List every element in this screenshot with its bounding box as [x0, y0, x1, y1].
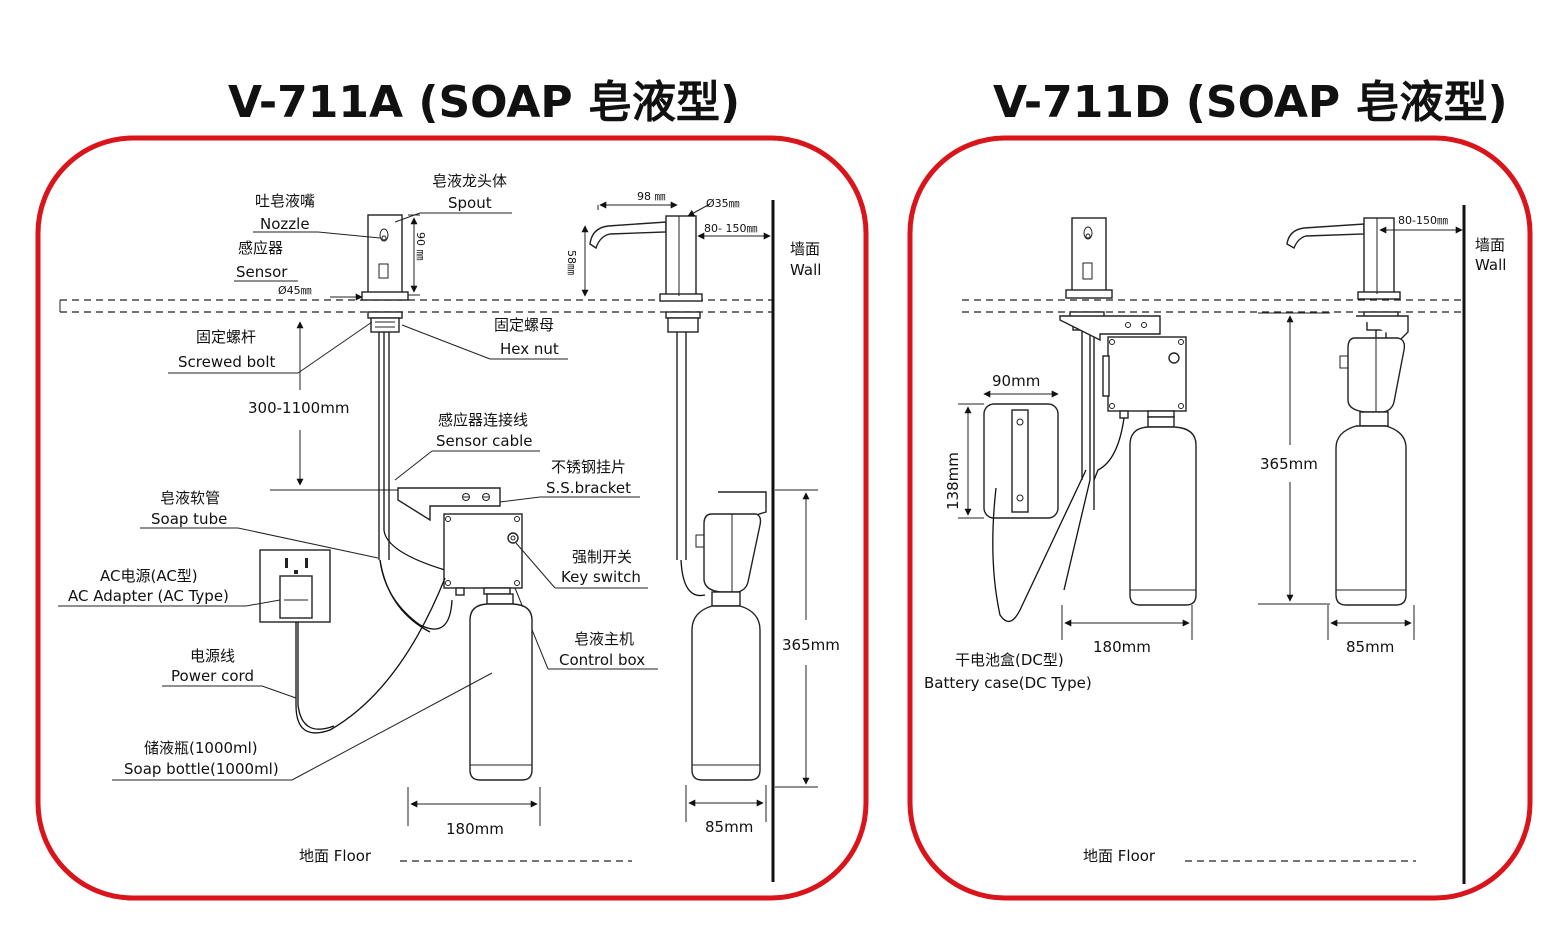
control-box-d [1059, 315, 1187, 419]
panel-d-frame [907, 135, 1533, 901]
control-box-en: Control box [559, 651, 645, 669]
sensor-cable-a [383, 332, 446, 571]
ac-adapter-a [259, 549, 331, 623]
dim-98-a: 98 ㎜ [637, 190, 666, 203]
soap-bottle-cn: 储液瓶(1000ml) [144, 739, 258, 757]
soap-tube-cn: 皂液软管 [160, 489, 220, 507]
dim-80-150-a: 80- 150㎜ [704, 222, 757, 235]
dim-45-a: Ø45㎜ [278, 284, 312, 297]
dim-90-a: 90 ㎜ [414, 232, 427, 261]
power-cord-en: Power cord [171, 667, 254, 685]
dim-90-d: 90mm [992, 372, 1040, 390]
floor-label-d: 地面 Floor [1083, 847, 1156, 865]
dim-85-d: 85mm [1346, 638, 1394, 656]
spout-cn: 皂液龙头体 [432, 172, 507, 190]
countertop-d [962, 299, 1462, 313]
soap-bottle-en: Soap bottle(1000ml) [124, 760, 279, 778]
sensor-cn: 感应器 [238, 239, 283, 257]
ac-adapter-cn: AC电源(AC型) [100, 567, 198, 585]
spout-front-a [361, 214, 409, 301]
bracket-cn: 不锈钢挂片 [551, 458, 626, 476]
ac-adapter-en: AC Adapter (AC Type) [68, 587, 229, 605]
dim-85-a: 85mm [705, 818, 753, 836]
dim-365-a: 365mm [782, 636, 840, 654]
dispenser-side-a [691, 491, 767, 781]
wall-cn-d: 墙面 [1475, 236, 1505, 254]
wall-cn-a: 墙面 [790, 240, 820, 258]
hex-nut-en: Hex nut [500, 340, 559, 358]
nozzle-cn: 吐皂液嘴 [255, 192, 315, 210]
wall-en-d: Wall [1475, 256, 1506, 274]
sensor-cable-en: Sensor cable [436, 432, 533, 450]
screwed-bolt-en: Screwed bolt [178, 353, 275, 371]
battery-case-d [983, 403, 1091, 622]
power-cord-cn: 电源线 [190, 647, 235, 665]
dim-35-a: Ø35㎜ [706, 197, 740, 210]
nozzle-en: Nozzle [260, 215, 310, 233]
panel-d-title: V-711D (SOAP 皂液型) [993, 77, 1508, 128]
dim-180-d: 180mm [1093, 638, 1151, 656]
control-box-cn: 皂液主机 [574, 630, 634, 648]
floor-label-a: 地面 Floor [299, 847, 372, 865]
battery-en: Battery case(DC Type) [924, 674, 1092, 692]
dim-138-d: 138mm [944, 452, 962, 510]
panel-a-frame [35, 135, 869, 901]
power-cord-a [295, 577, 446, 734]
key-switch-knob-a [507, 532, 519, 544]
dim-365-d: 365mm [1260, 455, 1318, 473]
key-switch-cn: 强制开关 [572, 548, 632, 566]
countertop-a [59, 299, 772, 313]
soap-bottle-d [1129, 416, 1197, 606]
battery-cn: 干电池盒(DC型) [955, 651, 1064, 669]
ss-bracket-a [397, 487, 501, 522]
spout-side-d [1286, 217, 1401, 340]
screwed-bolt-cn: 固定螺杆 [196, 328, 256, 346]
dispenser-side-d [1335, 315, 1409, 606]
spout-en: Spout [448, 194, 492, 212]
hex-nut-cn: 固定螺母 [494, 316, 554, 334]
panel-a: V-711A (SOAP 皂液型) 墙面 Wall [35, 77, 869, 901]
sensor-cable-cn: 感应器连接线 [438, 411, 528, 429]
dim-length-range: 300-1100mm [248, 399, 349, 417]
control-box-a [443, 513, 523, 596]
sensor-en: Sensor [236, 263, 288, 281]
panel-a-title: V-711A (SOAP 皂液型) [228, 77, 740, 128]
bracket-en: S.S.bracket [546, 479, 631, 497]
panel-d: V-711D (SOAP 皂液型) 墙面 Wall [907, 77, 1533, 901]
soap-bottle-a [469, 593, 533, 781]
dim-180-a: 180mm [446, 820, 504, 838]
dim-80-150-d: 80-150㎜ [1398, 214, 1448, 227]
dim-58-a: 58㎜ [565, 250, 578, 275]
wall-en-a: Wall [790, 261, 821, 279]
soap-tube-en: Soap tube [151, 510, 227, 528]
spout-side-a [589, 215, 703, 560]
hex-nut-front-a [367, 311, 403, 333]
key-switch-en: Key switch [561, 568, 641, 586]
